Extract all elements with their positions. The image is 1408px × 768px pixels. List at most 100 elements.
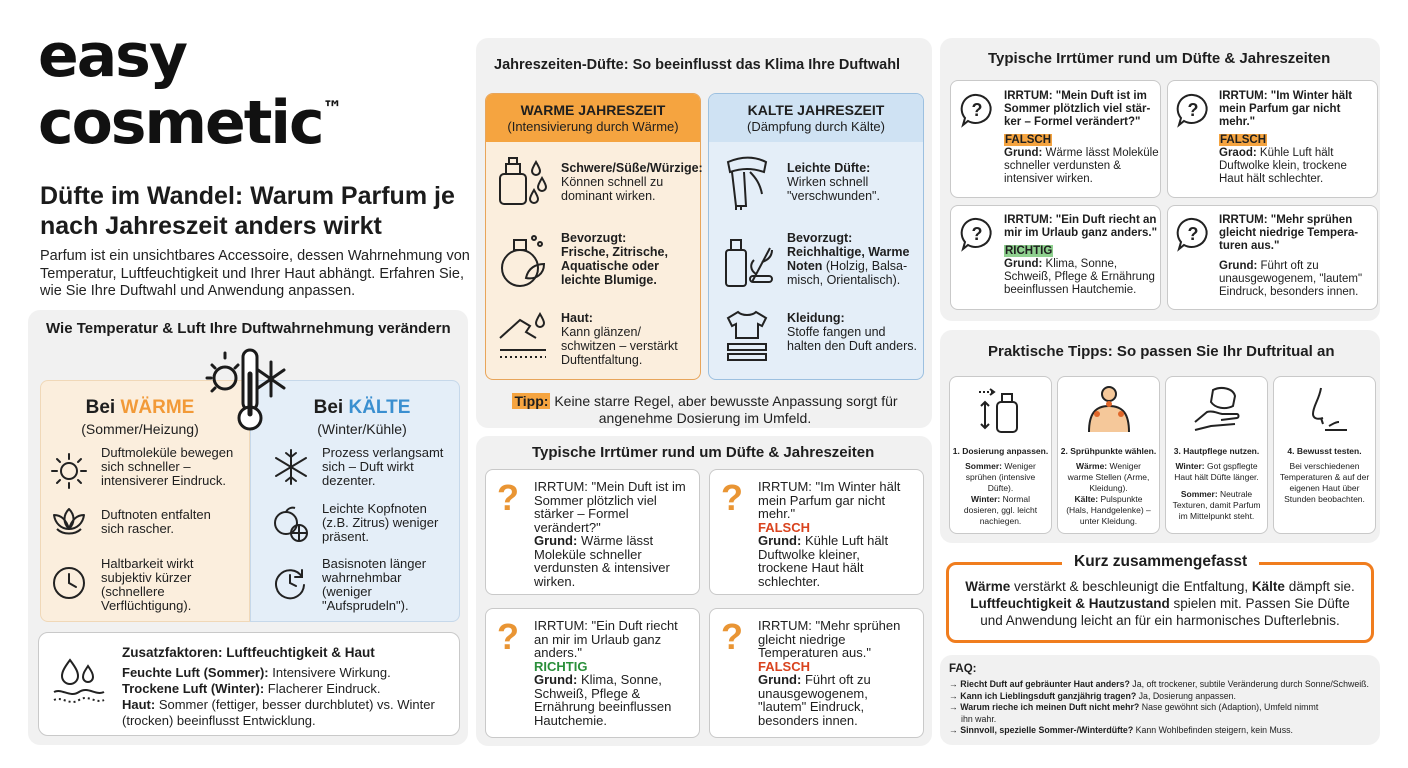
cold-column xyxy=(250,380,460,622)
fragrance-leaf-icon xyxy=(496,232,550,290)
summary-text: Wärme verstärkt & beschleunigt die Entfa… xyxy=(965,579,1355,628)
tip-2-text: 2. Sprühpunkte wählen. Wärme: Weniger wa… xyxy=(1060,446,1157,526)
perfume-bottle-drops-icon xyxy=(496,154,550,210)
faq-list: → Riecht Duft auf gebräunter Haut anders… xyxy=(949,679,1379,737)
tip-3-text: 3. Hautpflege nutzen. Winter: Got gspfle… xyxy=(1172,446,1261,521)
question-icon: ? xyxy=(721,477,743,518)
verdict-true: RICHTIG xyxy=(534,658,588,674)
brand-logo: easy cosmetic™ xyxy=(38,21,343,153)
tip-1-text: 1. Dosierung anpassen. Sommer: Weniger s… xyxy=(952,446,1049,526)
svg-text:?: ? xyxy=(972,100,983,120)
myths-mid-title: Typische Irrtümer rund um Düfte & Jahres… xyxy=(532,444,875,461)
cold-season-card: KALTE JAHRESZEIT (Dämpfung durch Kälte) xyxy=(708,93,924,380)
warm-word: WÄRME xyxy=(120,397,195,418)
cold-season-item-1: Leichte Düfte:Wirken schnell"verschwunde… xyxy=(787,161,880,203)
thermometer-sun-snowflake-icon xyxy=(203,344,295,436)
verdict-true: RICHTIG xyxy=(1004,245,1054,257)
page-title: Düfte im Wandel: Warum Parfum je nach Ja… xyxy=(40,182,455,240)
hand-cream-icon xyxy=(1191,384,1243,436)
citrus-icon xyxy=(271,505,311,543)
warm-season-item-2: Bevorzugt:Frische, Zitrische,Aquatische … xyxy=(561,231,668,287)
verdict-false: FALSCH xyxy=(1219,134,1267,146)
flower-icon xyxy=(51,505,87,537)
skin-drops-icon xyxy=(50,654,108,712)
faq-item: → Riecht Duft auf gebräunter Haut anders… xyxy=(949,679,1369,689)
question-bubble-icon: ? xyxy=(1175,92,1211,128)
verdict-false: FALSCH xyxy=(758,519,810,535)
warm-season-header: WARME JAHRESZEIT (Intensivierung durch W… xyxy=(486,94,700,142)
tip-card-1 xyxy=(949,376,1052,534)
snowflake-icon xyxy=(272,448,310,486)
faq-item: → Warum rieche ich meinen Duft nicht meh… xyxy=(949,702,1319,712)
brand-line2: cosmetic xyxy=(38,88,325,158)
zusatz-title: Zusatzfaktoren: Luftfeuchtigkeit & Haut xyxy=(122,645,375,660)
zusatz-rows: Feuchte Luft (Sommer): Intensivere Wirku… xyxy=(122,665,435,728)
question-icon: ? xyxy=(497,616,519,657)
summary-title: Kurz zusammengefasst xyxy=(1062,553,1260,571)
myth-mid-card-2 xyxy=(709,469,924,595)
svg-text:?: ? xyxy=(1188,100,1199,120)
brand-tm: ™ xyxy=(322,96,343,120)
faq-item: → Kann ich Lieblingsduft ganzjährig trag… xyxy=(949,690,1236,701)
cold-heading: Bei KÄLTE (Winter/Kühle) xyxy=(313,397,411,437)
myth-mid-card-1 xyxy=(485,469,700,595)
slow-clock-icon xyxy=(272,565,308,601)
question-bubble-icon: ? xyxy=(959,92,995,128)
myth-mid-card-4 xyxy=(709,608,924,738)
bottle-spices-icon xyxy=(722,230,776,290)
tip-card-4 xyxy=(1273,376,1376,534)
faq-panel xyxy=(940,655,1380,745)
intro-lead: Parfum ist ein unsichtbares Accessoire, … xyxy=(40,248,470,299)
warm-season-card: WARME JAHRESZEIT (Intensivierung durch W… xyxy=(485,93,701,380)
question-icon: ? xyxy=(721,616,743,657)
faq-item: → Sinnvoll, spezielle Sommer-/Winterdüft… xyxy=(949,725,1293,735)
warm-column xyxy=(40,380,250,622)
scarf-icon xyxy=(722,154,772,212)
tips-title: Praktische Tipps: So passen Sie Ihr Duft… xyxy=(988,343,1335,360)
clock-icon xyxy=(51,565,87,601)
faq-title: FAQ: xyxy=(949,663,977,675)
spray-arrows-icon xyxy=(975,384,1027,436)
brand-line1: easy xyxy=(38,21,188,91)
seasons-tip: Tipp: Keine starre Regel, aber bewusste … xyxy=(512,393,898,426)
warm-heading: Bei WÄRME (Sommer/Heizung) xyxy=(81,397,199,437)
question-icon: ? xyxy=(497,477,519,518)
nose-smell-icon xyxy=(1299,384,1351,436)
zusatz-card xyxy=(38,632,460,736)
body-spray-points-icon xyxy=(1083,384,1135,436)
verdict-false: FALSCH xyxy=(1004,134,1052,146)
sun-icon xyxy=(50,452,88,490)
folded-clothes-icon xyxy=(722,308,772,364)
verdict-false: FALSCH xyxy=(758,658,810,674)
svg-text:?: ? xyxy=(972,224,983,244)
cold-season-header: KALTE JAHRESZEIT (Dämpfung durch Kälte) xyxy=(709,94,923,142)
myth-mid-card-3 xyxy=(485,608,700,738)
myths-right-title: Typische Irrtümer rund um Düfte & Jahres… xyxy=(988,50,1331,67)
myth-right-card-1 xyxy=(950,80,1161,198)
question-bubble-icon: ? xyxy=(1175,216,1211,252)
tip-card-3 xyxy=(1165,376,1268,534)
cold-word: KÄLTE xyxy=(348,397,411,418)
skin-sweat-icon xyxy=(496,310,550,362)
tip-label: Tipp: xyxy=(512,393,551,409)
temperature-title: Wie Temperatur & Luft Ihre Duftwahrnehmu… xyxy=(46,320,451,337)
